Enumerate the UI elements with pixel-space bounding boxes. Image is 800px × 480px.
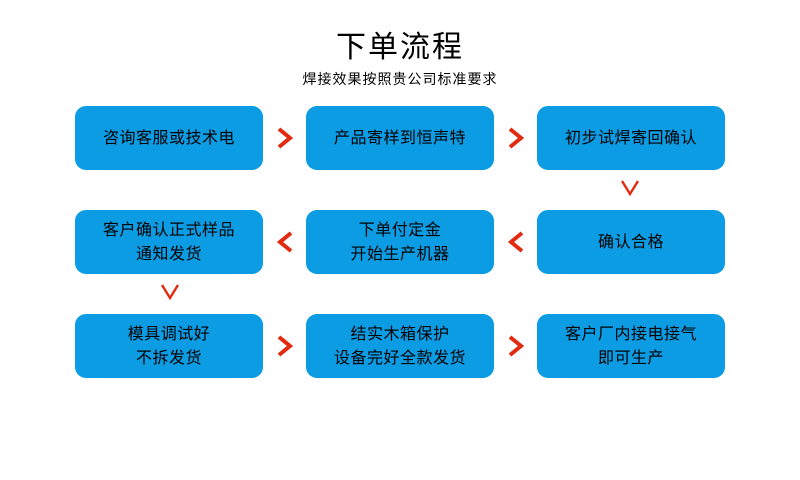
- page-title: 下单流程: [336, 30, 464, 65]
- chevron-right-icon: [494, 125, 537, 151]
- flow-row-2: 客户确认正式样品 通知发货 下单付定金 开始生产机器 确认合格: [0, 210, 800, 274]
- flow-node-send-sample[interactable]: 产品寄样到恒声特: [306, 106, 494, 170]
- flow-node-line: 不拆发货: [135, 348, 202, 367]
- flow-row-3: 模具调试好 不拆发货 结实木箱保护 设备完好全款发货 客户厂内接电接气 即可生产: [0, 314, 800, 378]
- page-header: 下单流程 焊接效果按照贵公司标准要求: [0, 30, 800, 90]
- flow-node-line: 开始生产机器: [350, 244, 450, 263]
- flow-node-trial-weld-return[interactable]: 初步试焊寄回确认: [537, 106, 725, 170]
- flow-node-confirm-formal-sample[interactable]: 客户确认正式样品 通知发货: [75, 210, 263, 274]
- flow-node-onsite-power-air[interactable]: 客户厂内接电接气 即可生产: [537, 314, 725, 378]
- flow-node-order-deposit[interactable]: 下单付定金 开始生产机器: [306, 210, 494, 274]
- flow-gap-2: [0, 274, 800, 314]
- flow-node-line: 下单付定金: [358, 220, 442, 239]
- flow-node-line: 结实木箱保护: [350, 324, 450, 343]
- flow-node-line: 确认合格: [597, 232, 664, 251]
- flow-node-consult-support[interactable]: 咨询客服或技术电: [75, 106, 263, 170]
- chevron-right-icon: [263, 125, 306, 151]
- flow-diagram: 咨询客服或技术电 产品寄样到恒声特 初步试焊寄回确认: [0, 106, 800, 378]
- flow-node-line: 设备完好全款发货: [333, 348, 466, 367]
- chevron-right-icon: [494, 333, 537, 359]
- chevron-left-icon: [263, 229, 306, 255]
- flow-node-line: 产品寄样到恒声特: [333, 128, 466, 147]
- chevron-down-icon: [157, 279, 183, 305]
- flow-node-line: 客户确认正式样品: [102, 220, 235, 239]
- flow-node-line: 咨询客服或技术电: [102, 128, 235, 147]
- chevron-right-icon: [263, 333, 306, 359]
- flow-node-line: 初步试焊寄回确认: [564, 128, 697, 147]
- flow-node-line: 模具调试好: [127, 324, 211, 343]
- chevron-left-icon: [494, 229, 537, 255]
- flow-gap-1: [0, 170, 800, 210]
- flow-node-confirm-qualified[interactable]: 确认合格: [537, 210, 725, 274]
- flow-node-mold-debug[interactable]: 模具调试好 不拆发货: [75, 314, 263, 378]
- flow-row-1: 咨询客服或技术电 产品寄样到恒声特 初步试焊寄回确认: [0, 106, 800, 170]
- page-subtitle: 焊接效果按照贵公司标准要求: [302, 72, 498, 88]
- flow-node-line: 客户厂内接电接气: [564, 324, 697, 343]
- flow-node-wooden-crate[interactable]: 结实木箱保护 设备完好全款发货: [306, 314, 494, 378]
- flow-node-line: 通知发货: [135, 244, 202, 263]
- chevron-down-icon: [617, 175, 643, 201]
- flow-node-line: 即可生产: [597, 348, 664, 367]
